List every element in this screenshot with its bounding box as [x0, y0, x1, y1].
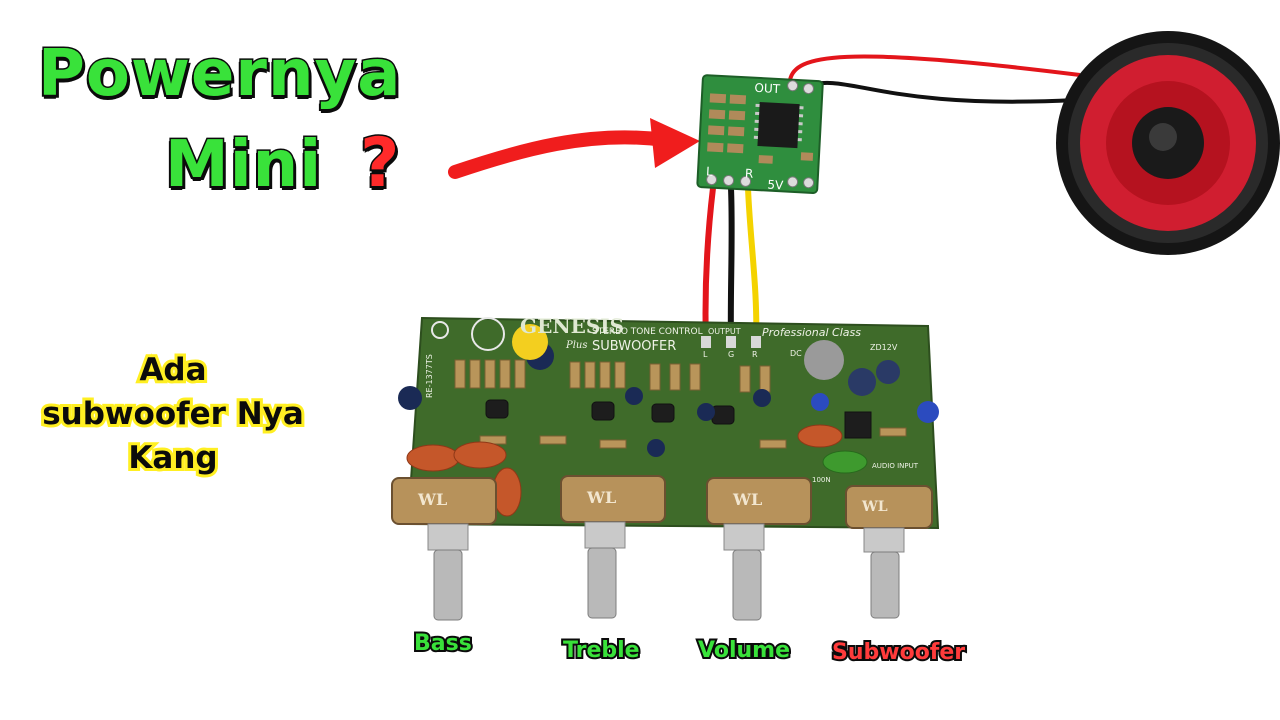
board-cap-label: 100N — [812, 476, 831, 484]
arrow-icon — [448, 118, 700, 179]
headline-line-2: Mini — [163, 128, 323, 202]
board-output-label: OUTPUT — [708, 327, 741, 336]
potentiometer-volume: WL — [706, 477, 812, 621]
board-audio-input-label: AUDIO INPUT — [872, 462, 919, 470]
pot-brand-volume: WL — [732, 490, 762, 509]
amp-power-label: 5V — [767, 178, 784, 193]
board-subtitle: STEREO TONE CONTROL — [592, 327, 703, 337]
mini-amp-module: OUT L R 5V — [696, 74, 824, 194]
board-output-pin-r: R — [752, 350, 758, 359]
potentiometer-treble: WL — [560, 475, 666, 619]
potentiometer-subwoofer: WL — [845, 485, 933, 619]
speaker-wire-black — [805, 80, 1076, 104]
board-brand: GENESIS — [520, 314, 624, 338]
label-bass: Bass — [412, 631, 474, 657]
board-zener-label: ZD12V — [870, 343, 898, 352]
question-mark-icon: ? — [358, 124, 401, 203]
pot-brand-treble: WL — [586, 488, 616, 507]
board-plus: Plus — [565, 340, 588, 351]
label-subwoofer: Subwoofer — [830, 640, 967, 666]
speaker-wire-red — [788, 54, 1081, 81]
tone-control-board: GENESIS STEREO TONE CONTROL Plus SUBWOOF… — [391, 314, 940, 621]
side-note-line-1: Ada — [136, 349, 209, 391]
board-output-pin-g: G — [728, 350, 734, 359]
potentiometer-bass: WL — [391, 477, 497, 621]
board-output-pin-l: L — [703, 350, 708, 359]
board-model-code: RE-1377TS — [425, 354, 434, 398]
side-note: Ada subwoofer Nya Kang — [12, 348, 334, 480]
signal-wire-yellow — [745, 187, 760, 346]
pot-brand-bass: WL — [417, 490, 447, 509]
board-dc-label: DC — [790, 349, 802, 358]
board-class-label: Professional Class — [762, 326, 861, 339]
side-note-line-3: Kang — [125, 437, 220, 479]
amp-out-label: OUT — [754, 81, 781, 96]
board-product: SUBWOOFER — [592, 339, 676, 354]
label-treble: Treble — [561, 638, 642, 664]
signal-wire-red — [702, 187, 716, 346]
amp-right-label: R — [745, 166, 754, 180]
headline-line-1: Powernya — [36, 37, 402, 111]
pot-brand-subwoofer: WL — [861, 499, 888, 515]
signal-wire-black — [727, 187, 735, 346]
side-note-line-2: subwoofer Nya — [39, 393, 307, 435]
label-volume: Volume — [696, 638, 792, 664]
amp-left-label: L — [706, 164, 714, 178]
speaker-image — [1056, 31, 1280, 255]
